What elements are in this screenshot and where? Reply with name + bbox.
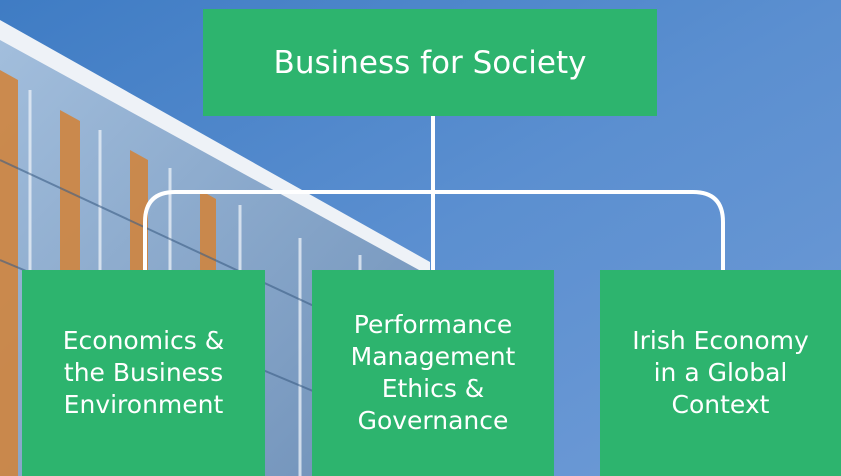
child-node-irish-economy: Irish Economy in a Global Context [600, 270, 841, 476]
child-node-label: Irish Economy in a Global Context [632, 326, 809, 419]
child-node-label: Economics & the Business Environment [62, 326, 225, 419]
root-node-label: Business for Society [273, 44, 587, 81]
child-node-label: Performance Management Ethics & Governan… [350, 310, 516, 435]
child-node-economics: Economics & the Business Environment [22, 270, 265, 476]
branch-connector [143, 190, 725, 270]
root-node: Business for Society [203, 9, 657, 116]
child-node-performance: Performance Management Ethics & Governan… [312, 270, 554, 476]
